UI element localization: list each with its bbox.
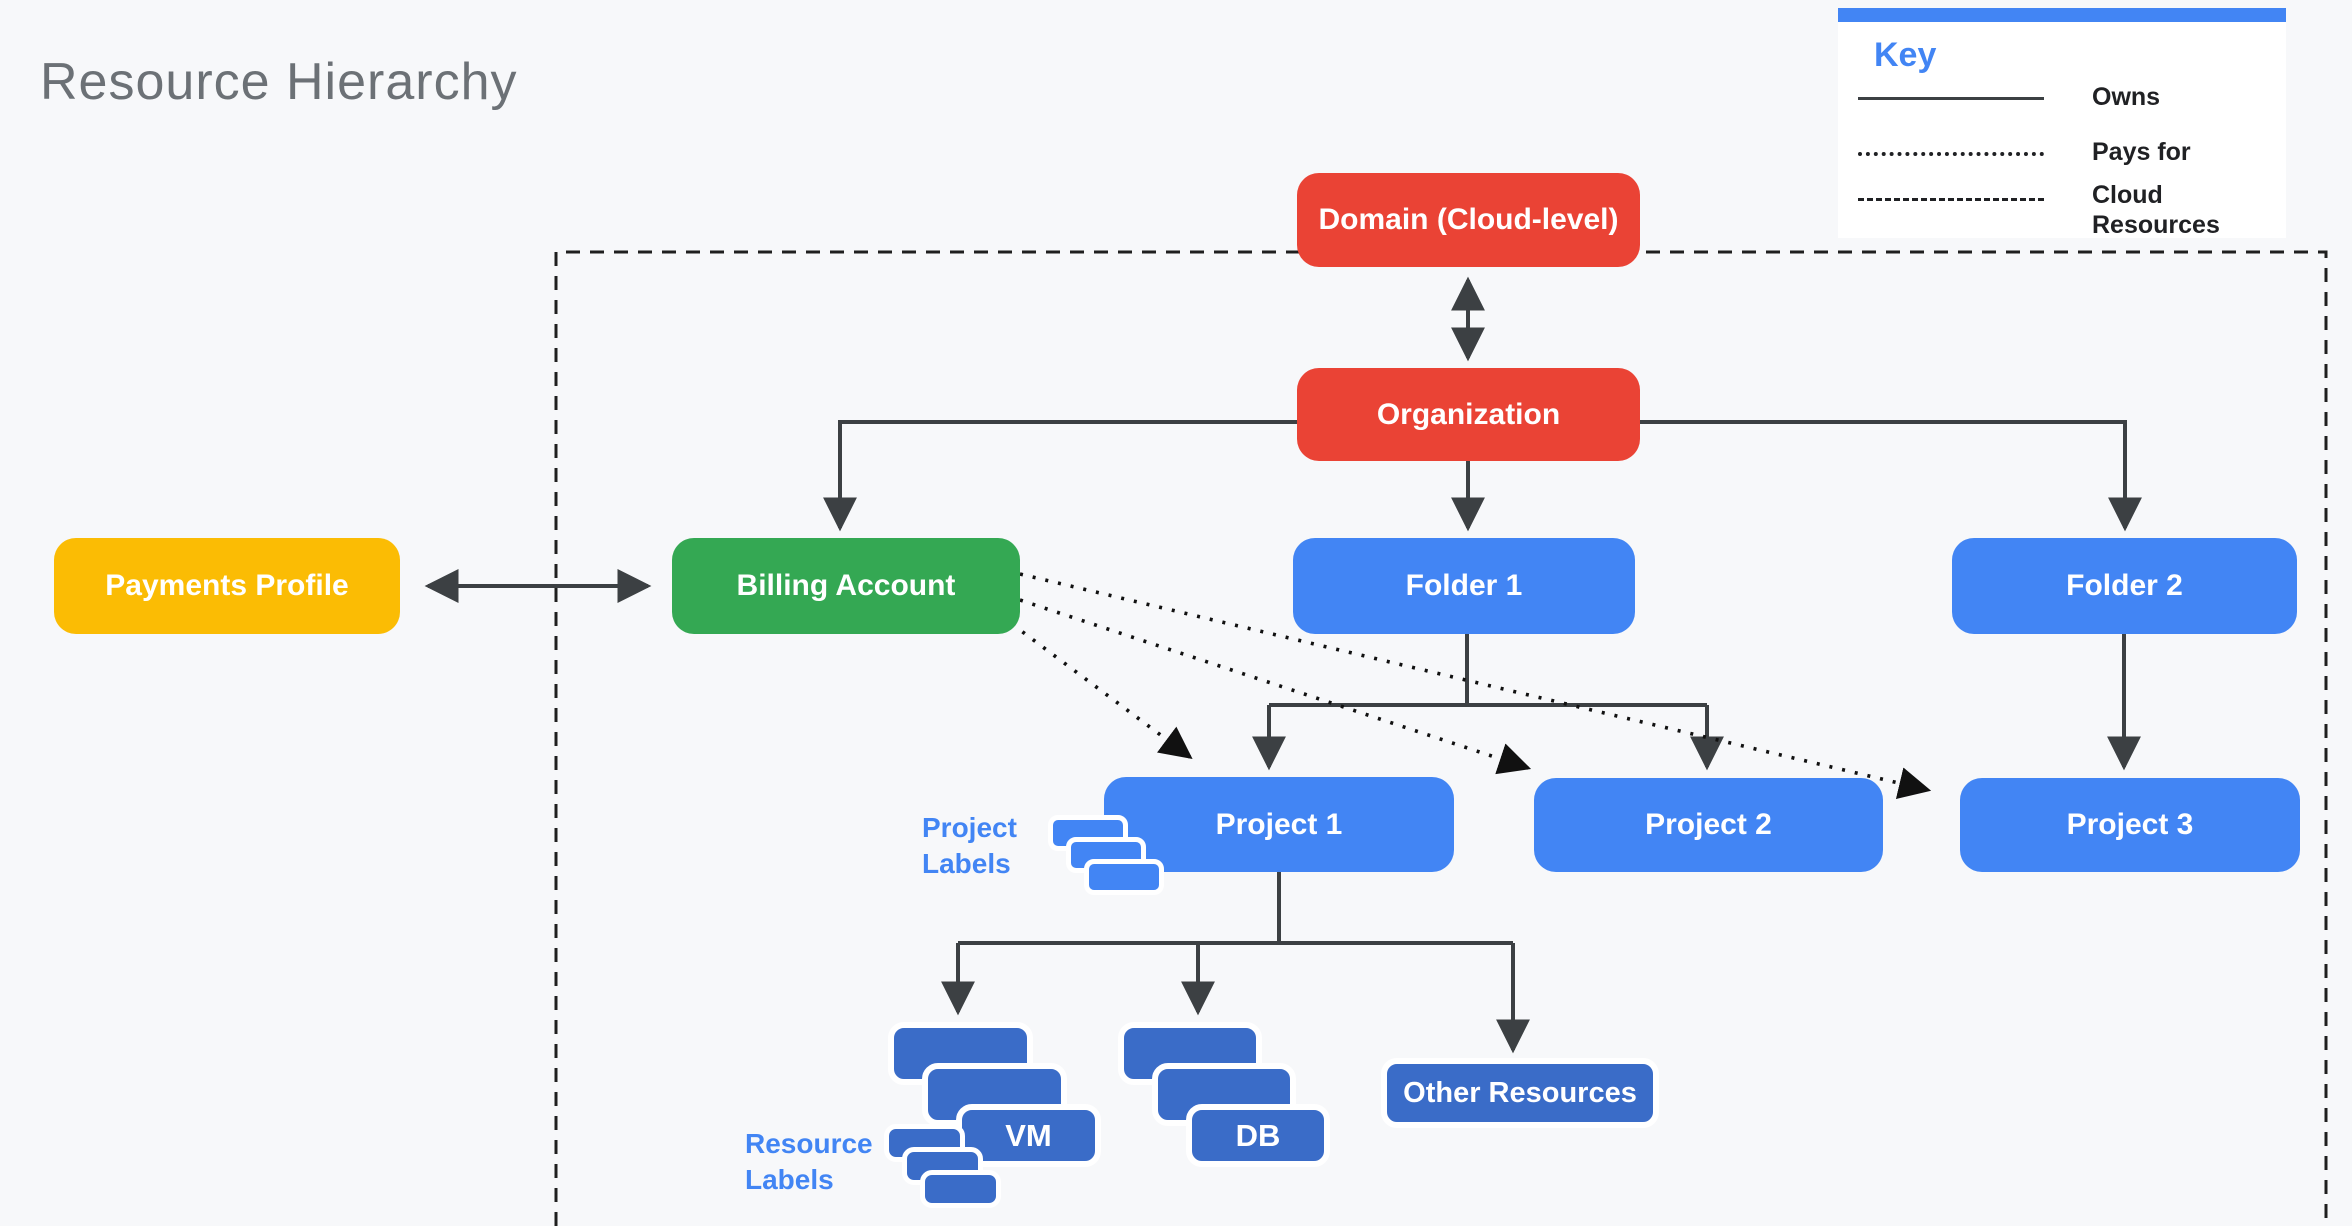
page-title: Resource Hierarchy [40, 53, 518, 111]
resource-labels-line2: Labels [745, 1164, 834, 1195]
project-labels-annotation: Project Labels [922, 810, 1017, 882]
node-vm-label: VM [1005, 1117, 1052, 1153]
resource-label-chip-icon [920, 1170, 1001, 1208]
legend-dotted-line-sample [1858, 152, 2044, 156]
node-billing-account: Billing Account [672, 538, 1020, 634]
node-project-2-label: Project 2 [1645, 808, 1772, 841]
node-organization: Organization [1297, 368, 1640, 461]
legend-label-cloud-resources: Cloud Resources [2092, 181, 2220, 239]
node-payments-profile: Payments Profile [54, 538, 400, 634]
owns-arrow-organization-folder2 [1638, 420, 2142, 532]
owns-branch-project1 [956, 872, 1515, 1048]
legend-label-pays-for: Pays for [2092, 138, 2191, 166]
project-labels-line2: Labels [922, 848, 1011, 879]
legend: Key Owns Pays for Cloud Resources [1838, 8, 2286, 239]
node-project-3-label: Project 3 [2066, 808, 2194, 841]
node-project-2: Project 2 [1534, 778, 1883, 872]
node-project-3: Project 3 [1960, 778, 2300, 872]
legend-dashed-line-sample [1858, 198, 2044, 201]
node-billing-account-label: Billing Account [736, 569, 956, 602]
node-folder-1: Folder 1 [1293, 538, 1635, 634]
resource-labels-line1: Resource [745, 1128, 873, 1159]
legend-label-owns: Owns [2092, 83, 2161, 111]
legend-solid-line-sample [1858, 97, 2044, 100]
node-folder-2-label: Folder 2 [2066, 569, 2183, 602]
node-organization-label: Organization [1376, 397, 1561, 431]
node-domain: Domain (Cloud-level) [1297, 173, 1640, 267]
legend-header-bar [1838, 8, 2286, 22]
node-project-1: Project 1 [1104, 777, 1454, 872]
node-domain-label: Domain (Cloud-level) [1318, 203, 1619, 236]
node-other-resources: Other Resources [1381, 1058, 1659, 1128]
project-labels-line1: Project [922, 812, 1017, 843]
node-db: DB [1186, 1104, 1330, 1167]
node-folder-2: Folder 2 [1952, 538, 2297, 634]
node-other-resources-label: Other Resources [1403, 1076, 1637, 1109]
project-label-chip-icon [1084, 859, 1164, 895]
node-project-1-label: Project 1 [1215, 807, 1343, 841]
legend-title: Key [1874, 36, 1937, 74]
node-db-label: DB [1235, 1117, 1281, 1153]
node-folder-1-label: Folder 1 [1405, 569, 1523, 602]
owns-arrow-organization-billing [823, 420, 1300, 532]
owns-branch-folder1 [1267, 634, 1709, 766]
pays-for-arrow-billing-project1 [1010, 622, 1193, 759]
node-payments-profile-label: Payments Profile [105, 569, 349, 602]
resource-labels-annotation: Resource Labels [745, 1126, 873, 1198]
